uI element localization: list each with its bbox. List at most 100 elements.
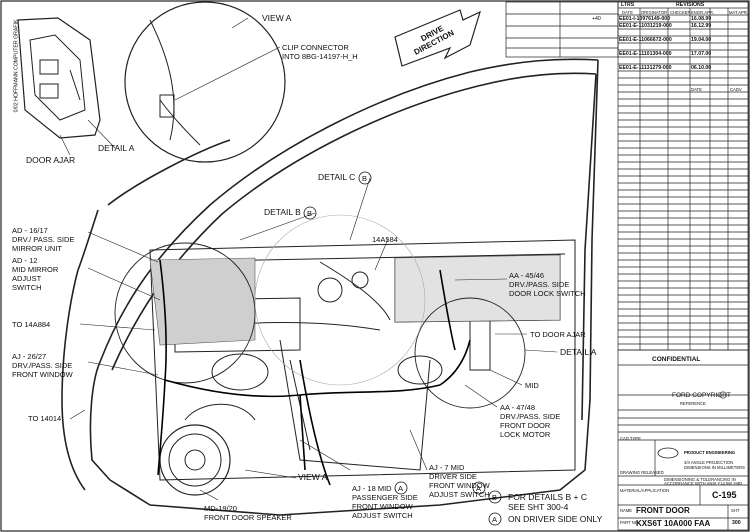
aa-47-48-line1: AA - 47/48 [500,403,536,412]
md-19-20-line1: MD-19/20 [204,504,237,513]
rev-header-date: DATE [622,10,633,15]
marker-detail-c [358,171,372,185]
ad-12-line1: AD - 12 [12,256,38,265]
tb-dimensioning-2: ACCORDANCE WITH ANSI Y14.5M 1982 [664,481,743,486]
aj-18-line1: AJ - 18 MID [352,484,392,493]
for-details-line2: SEE SHT 300-4 [508,502,569,512]
tb-product-engineering: PRODUCT ENGINEERING [684,450,736,455]
leader-lines [59,17,558,501]
aa-47-48-line3: FRONT DOOR [500,421,551,430]
rev-1-date: 16.08.99 [691,16,712,22]
marker-on-driver [488,512,502,526]
aj-26-27-line3: FRONT WINDOW [12,370,73,379]
row-cadv-label: CADV [730,87,742,92]
md-19-20-line2: FRONT DOOR SPEAKER [204,513,292,522]
detail-a-circle [414,297,526,409]
aj-7-line4: ADJUST SWITCH [429,490,490,499]
front-door-speaker [159,424,231,496]
view-a-cable [149,19,175,141]
on-driver-marker-text: A [492,515,498,524]
to-14a884-label: TO 14A884 [12,320,51,329]
ad-12-line4: SWITCH [12,283,42,292]
tb-name-value: FRONT DOOR [636,506,690,515]
ad-16-17-line2: DRV./ PASS. SIDE [12,235,75,244]
rev-header-checker: CHECKER [670,10,691,15]
row-date-label: DATE [691,87,702,92]
marker-aj7 [472,481,486,495]
aa-45-46-line2: DRV./PASS. SIDE [509,280,570,289]
rev-header-mat: MAT.APR. [729,10,749,15]
ad-16-17-line3: MIRROR UNIT [12,244,62,253]
marker-aj18 [394,481,408,495]
detail-a-top-label: DETAIL A [98,143,135,153]
aa-47-48-line4: LOCK MOTOR [500,430,551,439]
detail-a-right-label: DETAIL A [560,347,597,357]
ad-16-17-line1: AD - 16/17 [12,226,48,235]
tb-ltrs: LTRS [621,2,635,8]
aj-18-marker-text: A [398,484,404,493]
clip-connector-label-2: INTO 8BG-14197-H_H [282,52,358,61]
rev-header-originator: ORIGINATOR [641,10,668,15]
tb-dimensioning-1: DIMENSIONING & TOLERANCING IN [664,477,736,482]
tb-revisions: REVISIONS [676,2,705,8]
drive-direction-arrow [394,9,481,67]
shaded-mirror-area [149,257,256,346]
clip-connector-label-1: CLIP CONNECTOR [282,43,349,52]
rev-5-id: EE01-E-11131279-000 [619,65,672,71]
part-14a584-label: 14A584 [372,235,398,244]
rev-3-id: EE01-E-11066672-000 [619,37,672,43]
aa-47-48-line2: DRV./PASS. SIDE [500,412,561,421]
view-a-bottom-label: VIEW A [298,472,328,482]
to-door-ajar-label: TO DOOR AJAR [530,330,586,339]
on-driver-label: ON DRIVER SIDE ONLY [508,514,603,524]
door-ajar-module [17,17,101,139]
side-text: 0/02 HOFFMANN COMPUTER GRAFIK [13,19,20,113]
tb-projection-1: 3/4 ANGLE PROJECTION [684,460,734,465]
marker-for-details [488,490,502,504]
tb-material-label: MATERIAL/APPLICATION [620,488,670,493]
tb-sheet-number: C-195 [712,490,737,500]
detail-c-marker-text: B [362,174,368,183]
tb-plus40: +40 [592,16,601,22]
aj-7-line2: DRIVER SIDE [429,472,477,481]
for-details-line1: FOR DETAILS B + C [508,492,587,502]
rev-2-id: EE01-E-11031219-000 [619,23,672,29]
ford-logo [657,447,679,459]
tb-cad-type: CAD TYPE [620,436,641,441]
detail-c-circle [254,214,426,386]
wiring-harness [157,259,471,486]
aj-7-marker-text: A [476,484,482,493]
aj-26-27-line1: AJ - 26/27 [12,352,47,361]
aa-45-46-line1: AA - 45/46 [509,271,545,280]
tb-projection-2: DIMENSIONS IN MILLIMETERS [684,465,745,470]
tb-sheet-value: 300 [732,520,741,526]
aj-18-line3: FRONT WINDOW [352,502,413,511]
tb-name-label: NAME [620,508,633,513]
aj-7-line3: FRONT WINDOW [429,481,490,490]
aj-18-line2: PASSENGER SIDE [352,493,418,502]
rev-2-date: 16.12.99 [691,23,712,29]
detail-b-marker-text: B [307,209,313,218]
view-a-label-top: VIEW A [262,13,292,23]
door-ajar-label: DOOR AJAR [26,155,76,165]
rev-3-date: 19.04.00 [691,37,712,43]
detail-b-circle [114,242,256,384]
to-14014-label: TO 14014 [28,414,62,423]
rev-4-id: EE01-E-11101304-000 [619,51,672,57]
tb-confidential: CONFIDENTIAL [652,356,701,363]
rev-5-date: 06.10.00 [691,65,712,71]
aj-18-line4: ADJUST SWITCH [352,511,413,520]
detail-b-label: DETAIL B [264,207,301,217]
tb-sheet-label: SHT [731,508,740,513]
ad-12-line3: ADJUST [12,274,42,283]
marker-detail-b [303,206,317,220]
rev-1-id: EE01-I-10976149-000 [619,16,671,22]
detail-c-label: DETAIL C [318,172,356,182]
tb-reference: REFERENCE [680,401,706,406]
title-block [505,1,749,531]
aa-45-46-line3: DOOR LOCK SWITCH [509,289,586,298]
aj-26-27-line2: DRV./PASS. SIDE [12,361,73,370]
aj-7-line1: AJ - 7 MID [429,463,465,472]
